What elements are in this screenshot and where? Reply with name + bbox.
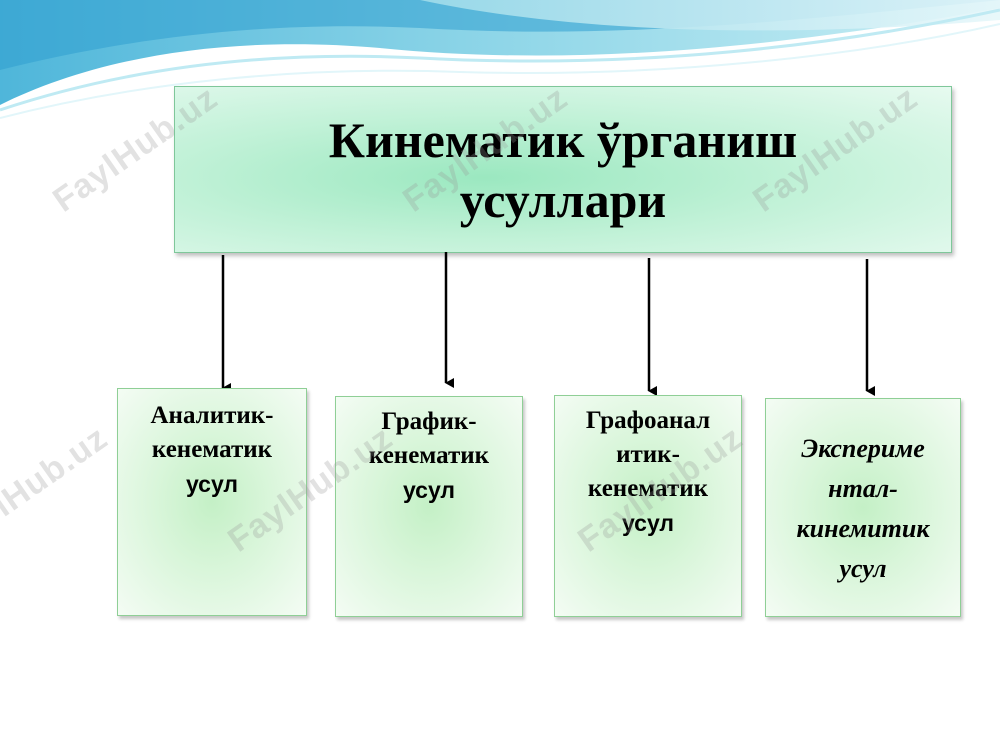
method-2-line-2: кенематик bbox=[368, 442, 490, 469]
method-4-line-3: кинемитик bbox=[796, 514, 930, 543]
method-4-line-2: нтал- bbox=[828, 474, 898, 503]
method-2-line-1: График- bbox=[381, 408, 477, 435]
watermark-4: FaylHub.uz bbox=[0, 418, 115, 560]
method-1-line-3: усул bbox=[185, 471, 239, 497]
method-box-graphic: График- кенематик усул bbox=[335, 396, 523, 617]
title-line-2: усуллари bbox=[459, 171, 667, 228]
method-box-grapho-analytic: Графоанал итик- кенематик усул bbox=[554, 395, 742, 617]
header-wave-decoration bbox=[0, 0, 1000, 119]
method-4-line-4: усул bbox=[839, 554, 887, 583]
method-3-line-3: кенематик bbox=[587, 475, 709, 502]
method-1-line-2: кенематик bbox=[151, 436, 273, 463]
method-box-analytic: Аналитик- кенематик усул bbox=[117, 388, 307, 616]
method-1-line-1: Аналитик- bbox=[150, 402, 274, 429]
title-line-1: Кинематик ўрганиш bbox=[328, 111, 798, 168]
diagram-title: Кинематик ўрганиш усуллари bbox=[303, 110, 823, 230]
method-4-line-1: Экспериме bbox=[801, 434, 925, 463]
method-3-line-1: Графоанал bbox=[585, 407, 711, 434]
method-2-line-3: усул bbox=[402, 477, 456, 503]
method-3-line-4: усул bbox=[621, 510, 675, 536]
title-box: Кинематик ўрганиш усуллари bbox=[174, 86, 952, 253]
method-box-experimental: Экспериме нтал- кинемитик усул bbox=[765, 398, 961, 617]
method-3-line-2: итик- bbox=[616, 441, 680, 468]
